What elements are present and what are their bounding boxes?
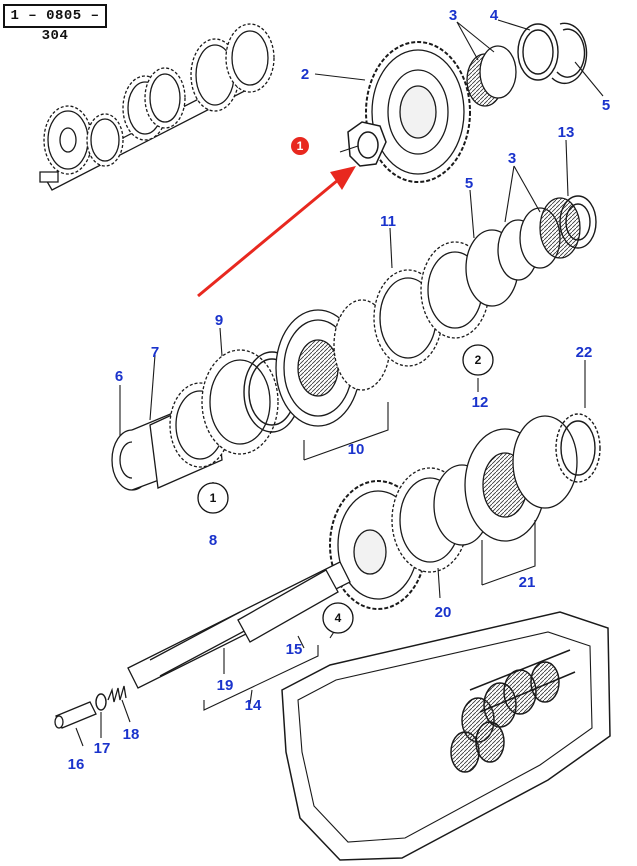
callout-5-mid: 5 — [465, 175, 473, 192]
washer-part-17 — [95, 693, 107, 711]
callout-2: 2 — [301, 66, 309, 83]
reference-code-label: 1 – 0805 – 304 — [3, 4, 107, 44]
overview-gear-right — [190, 23, 275, 112]
callout-3-top: 3 — [449, 7, 457, 24]
callout-10: 10 — [348, 441, 365, 458]
circlip-part-5-top — [551, 22, 588, 85]
callout-22: 22 — [576, 344, 593, 361]
gear-part-8-cluster — [169, 349, 279, 468]
highlight-marker: 1 — [291, 137, 309, 155]
callout-20: 20 — [435, 604, 452, 621]
circled-ref-1-circle — [197, 482, 229, 514]
callout-17: 17 — [94, 740, 111, 757]
callout-4: 4 — [490, 7, 499, 24]
callout-8: 8 — [209, 532, 217, 549]
housing-internal-gears — [450, 649, 576, 773]
highlight-arrow — [197, 166, 356, 298]
race-part-13 — [559, 195, 597, 249]
hex-nut-part-1 — [347, 121, 387, 167]
circled-ref-4-circle — [322, 602, 354, 634]
callout-6: 6 — [115, 368, 123, 385]
circled-ref-labels: 2 1 4 — [210, 353, 482, 625]
spring-part-18 — [107, 685, 127, 703]
callout-15: 15 — [286, 641, 303, 658]
spacer-ring-part-4 — [517, 23, 559, 81]
circled-ref-1: 1 — [210, 491, 217, 505]
callout-13: 13 — [558, 124, 575, 141]
overview-gear-mid — [122, 67, 186, 141]
overview-gear-mid-left — [86, 113, 124, 167]
overview-cluster-shaft — [39, 23, 275, 191]
callout-7: 7 — [151, 344, 159, 361]
callout-19: 19 — [217, 677, 234, 694]
callout-12: 12 — [472, 394, 489, 411]
gear-part-2 — [365, 41, 471, 183]
synchro-hub-part-10 — [275, 299, 391, 427]
callout-21: 21 — [519, 574, 536, 591]
callout-16: 16 — [68, 756, 85, 773]
leader-lines — [75, 19, 604, 747]
highlight-marker-label: 1 — [297, 139, 304, 153]
callout-14: 14 — [245, 697, 262, 714]
circled-ref-4: 4 — [335, 611, 342, 625]
bearing-part-3-top — [466, 45, 517, 107]
pilot-pin-part-16 — [54, 701, 97, 729]
synchro-ring-part-22 — [555, 413, 601, 483]
callout-9: 9 — [215, 312, 223, 329]
circled-ref-2-circle — [462, 344, 494, 376]
circled-ref-group — [197, 344, 494, 634]
main-shaft-part-19 — [127, 561, 351, 689]
circled-ref-2: 2 — [475, 353, 482, 367]
callout-11: 11 — [380, 213, 396, 230]
gearbox-housing — [281, 611, 611, 861]
callout-numbers: 2 3 4 5 13 3 5 11 9 7 6 12 22 10 8 20 21… — [68, 7, 611, 773]
overview-gear-left — [43, 105, 93, 175]
callout-18: 18 — [123, 726, 140, 743]
synchro-assembly-part-21 — [433, 415, 578, 546]
callout-5-top: 5 — [602, 97, 610, 114]
callout-3-mid: 3 — [508, 150, 516, 167]
